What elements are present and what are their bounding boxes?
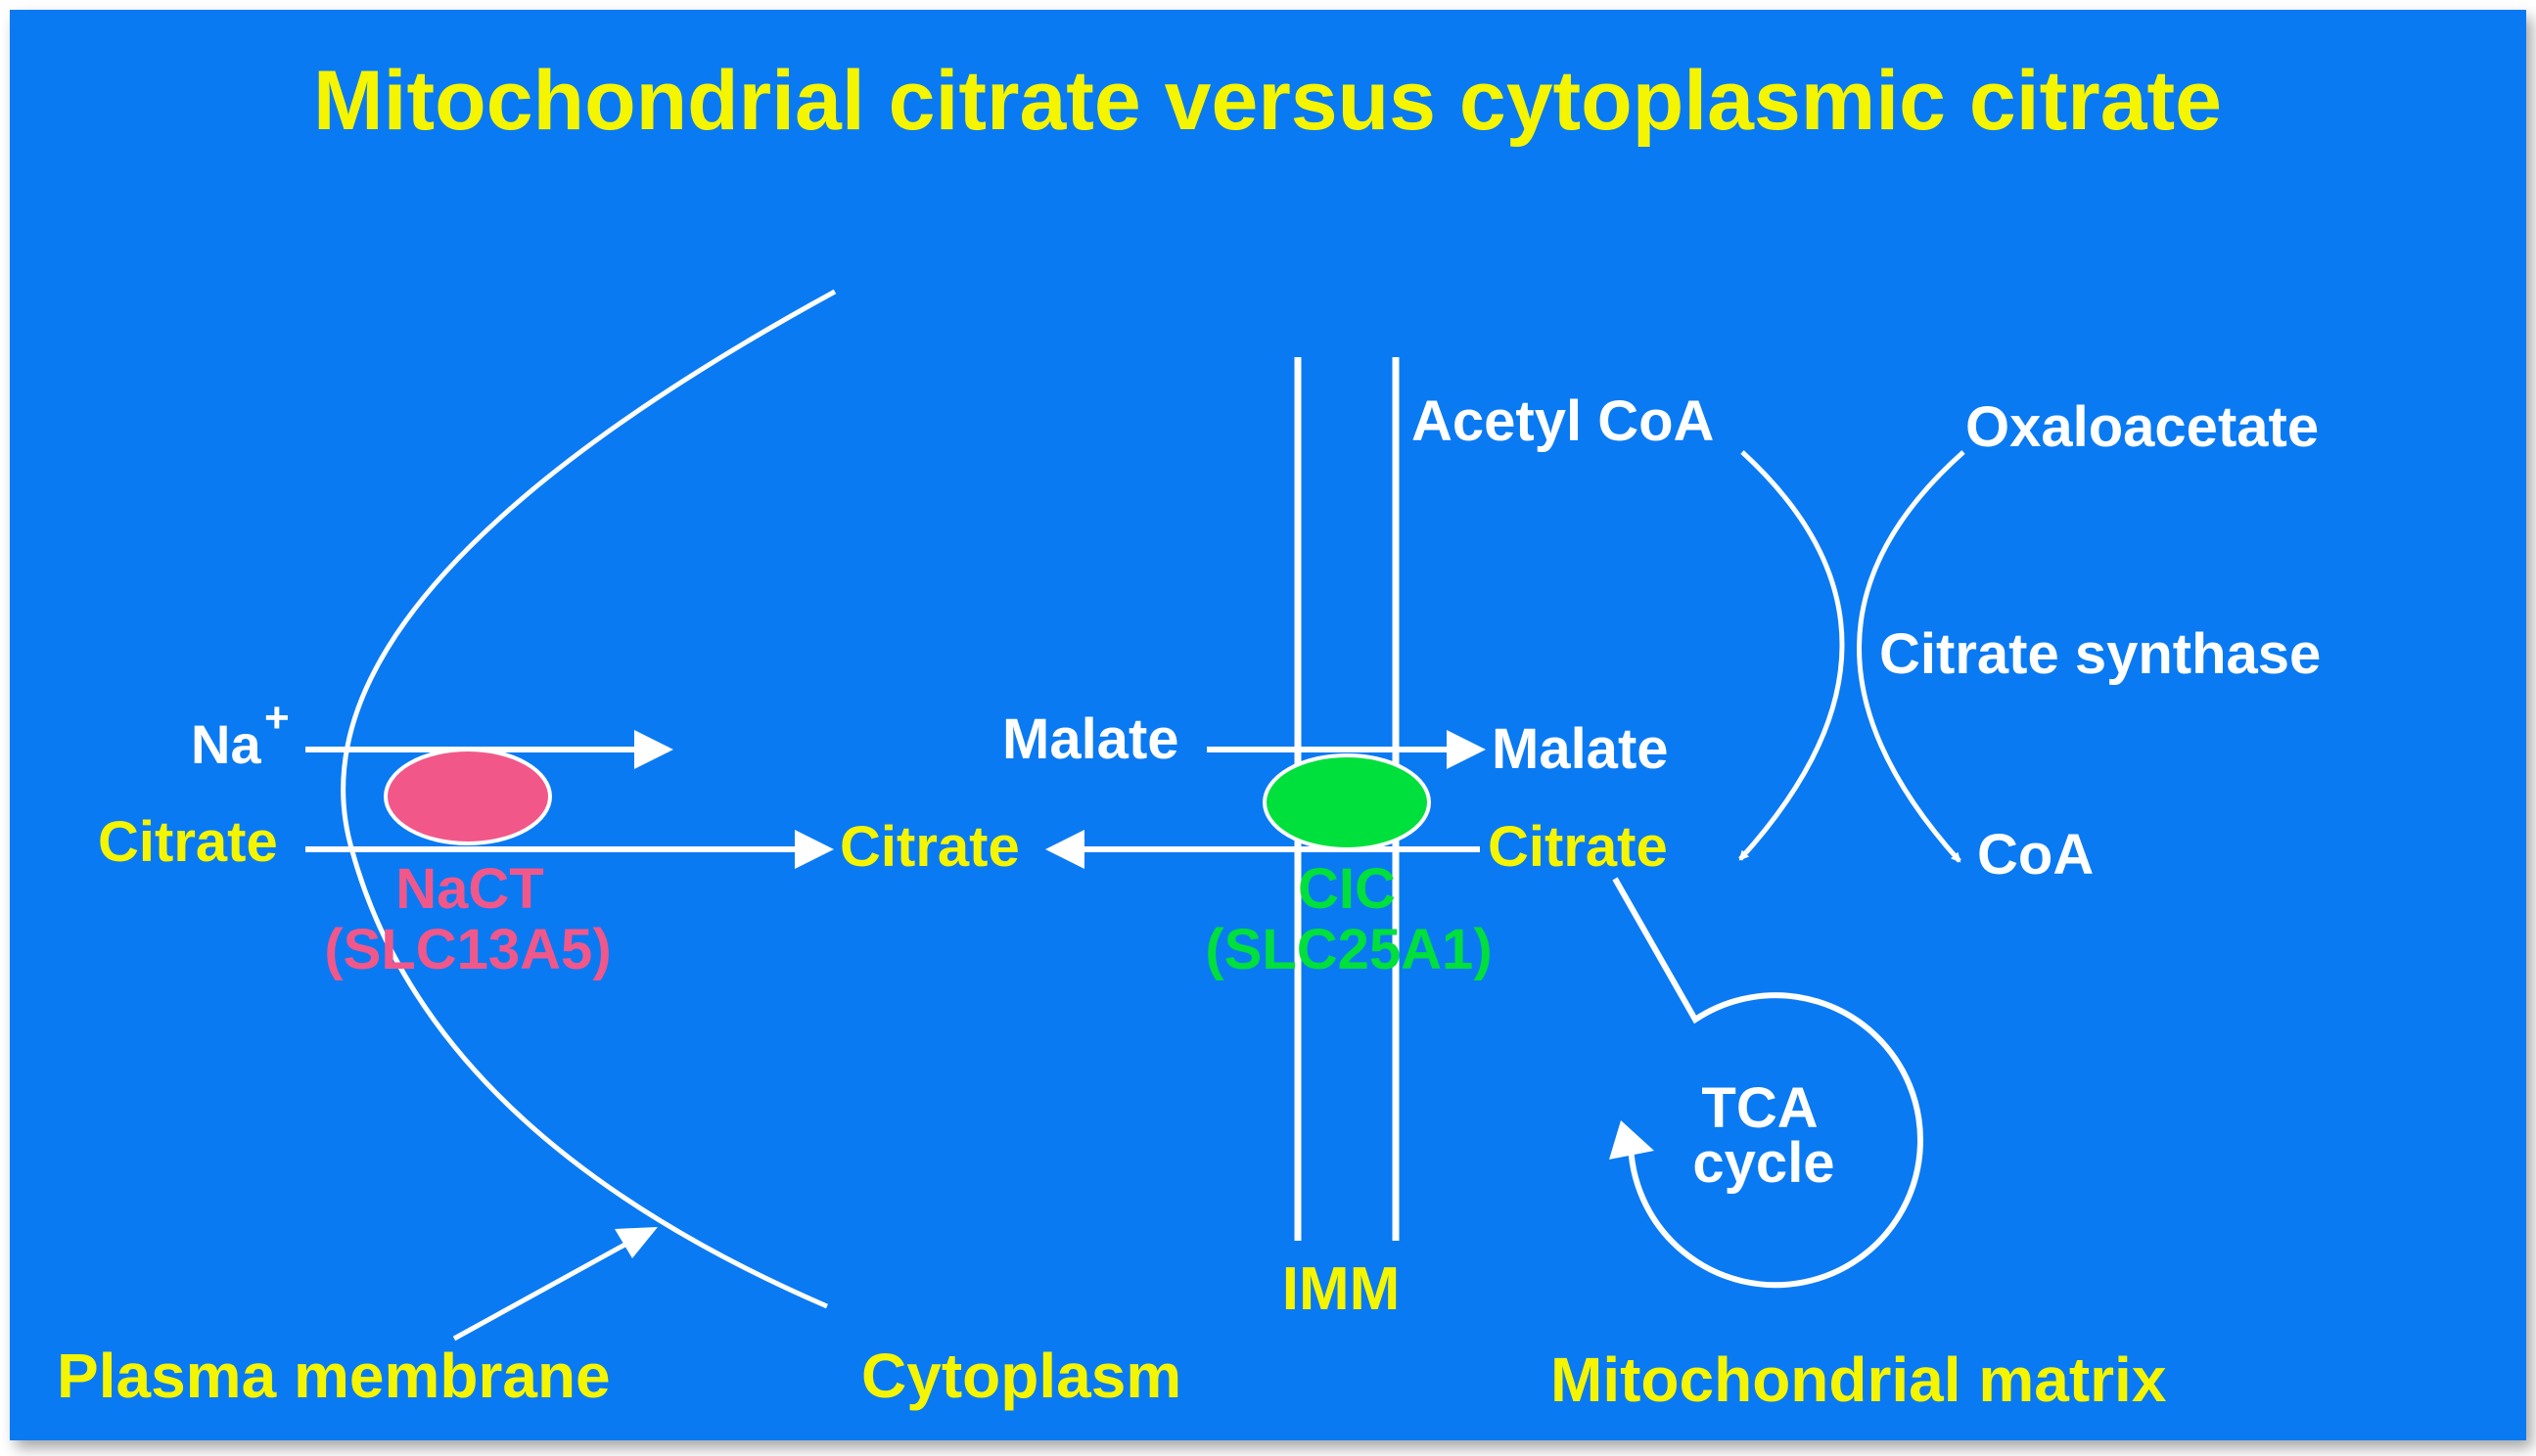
cic-transporter [1263,753,1431,851]
tca-cycle-loop [1612,877,1923,1289]
oxaloacetate-to-coa-arrow [1857,450,1965,863]
cic-gene: (SLC25A1) [1205,918,1492,981]
malate-arrowhead [1447,730,1486,769]
plasma-membrane-label: Plasma membrane [57,1341,611,1411]
citrate-extracellular-label: Citrate [98,810,278,874]
nact-gene: (SLC13A5) [324,918,611,981]
cytoplasm-label: Cytoplasm [861,1341,1181,1411]
plasma-membrane-arc [341,289,837,1309]
slide-background: Mitochondrial citrate versus cytoplasmic… [10,10,2526,1440]
tca-cycle-label: cycle [1692,1131,1834,1195]
malate-matrix-label: Malate [1492,717,1669,781]
plasma-membrane-pointer-arrow [452,1240,630,1342]
acetyl-coa-to-citrate-arrow [1738,450,1845,861]
imm-label: IMM [1282,1255,1401,1323]
coa-label: CoA [1977,823,2094,887]
nact-name: NaCT [395,857,543,921]
cic-name: CIC [1298,857,1396,921]
malate-cytoplasm-label: Malate [1002,707,1179,771]
slide-title: Mitochondrial citrate versus cytoplasmic… [313,54,2222,148]
citrate-cytoplasm-label: Citrate [840,815,1020,879]
citrate-matrix-label: Citrate [1488,815,1668,879]
sodium-label: Na [191,713,261,775]
mitochondrial-matrix-label: Mitochondrial matrix [1550,1344,2167,1415]
plasma-membrane-pointer-arrowhead [615,1227,658,1258]
tca-cycle-arrowhead [1609,1120,1654,1160]
sodium-arrowhead [634,730,673,769]
sodium-charge: + [264,694,290,742]
citrate-export-arrowhead [1045,830,1084,869]
nact-transporter [384,748,552,845]
citrate-import-arrowhead [795,830,834,869]
citrate-synthase-label: Citrate synthase [1879,622,2321,686]
acetyl-coa-label: Acetyl CoA [1411,389,1714,453]
tca-label: TCA [1701,1076,1818,1140]
oxaloacetate-label: Oxaloacetate [1965,395,2319,459]
